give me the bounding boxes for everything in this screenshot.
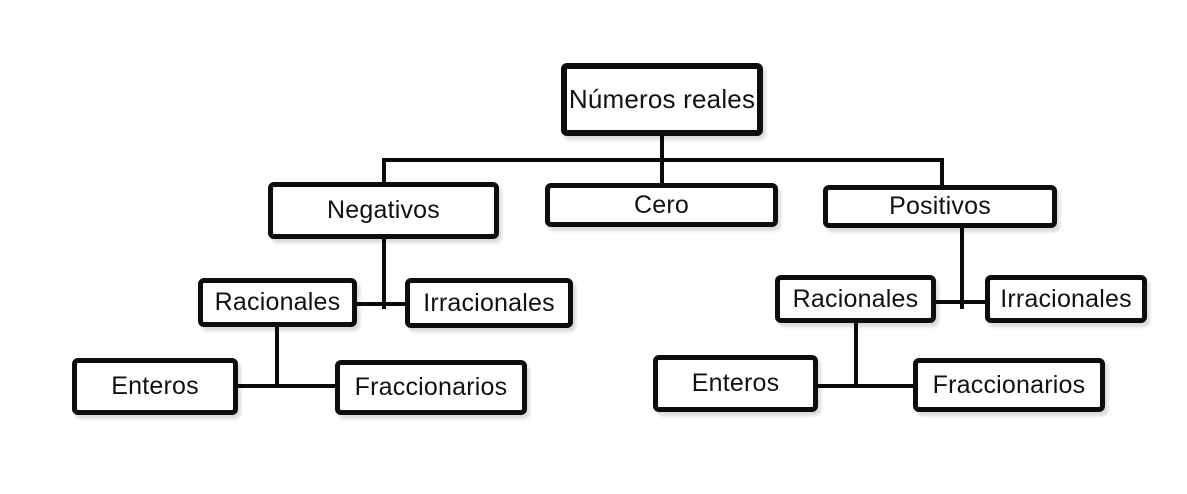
node-negativos-enteros: Enteros: [72, 358, 238, 415]
node-positivos-fraccionarios: Fraccionarios: [913, 358, 1105, 412]
node-positivos-irracionales-label: Irracionales: [1000, 284, 1132, 313]
node-positivos: Positivos: [823, 185, 1057, 228]
node-negativos-racionales: Racionales: [198, 278, 357, 327]
node-positivos-enteros-label: Enteros: [691, 369, 780, 397]
node-negativos-irracionales: Irracionales: [405, 278, 573, 328]
node-positivos-racionales-label: Racionales: [792, 284, 919, 313]
node-positivos-irracionales: Irracionales: [985, 275, 1147, 323]
node-negativos-label: Negativos: [327, 196, 440, 224]
node-numeros-reales-label: Números reales: [568, 84, 756, 114]
node-negativos-fraccionarios-label: Fraccionarios: [354, 373, 508, 401]
node-cero-label: Cero: [634, 190, 689, 219]
node-negativos-enteros-label: Enteros: [111, 372, 199, 400]
node-positivos-label: Positivos: [889, 192, 991, 220]
node-negativos-irracionales-label: Irracionales: [423, 288, 555, 317]
node-positivos-racionales: Racionales: [775, 275, 936, 323]
node-negativos: Negativos: [268, 182, 499, 239]
node-positivos-enteros: Enteros: [653, 355, 818, 412]
node-numeros-reales: Números reales: [561, 63, 763, 136]
node-negativos-fraccionarios: Fraccionarios: [335, 360, 527, 415]
node-cero: Cero: [545, 183, 778, 227]
node-positivos-fraccionarios-label: Fraccionarios: [932, 370, 1086, 399]
node-negativos-racionales-label: Racionales: [214, 288, 341, 316]
